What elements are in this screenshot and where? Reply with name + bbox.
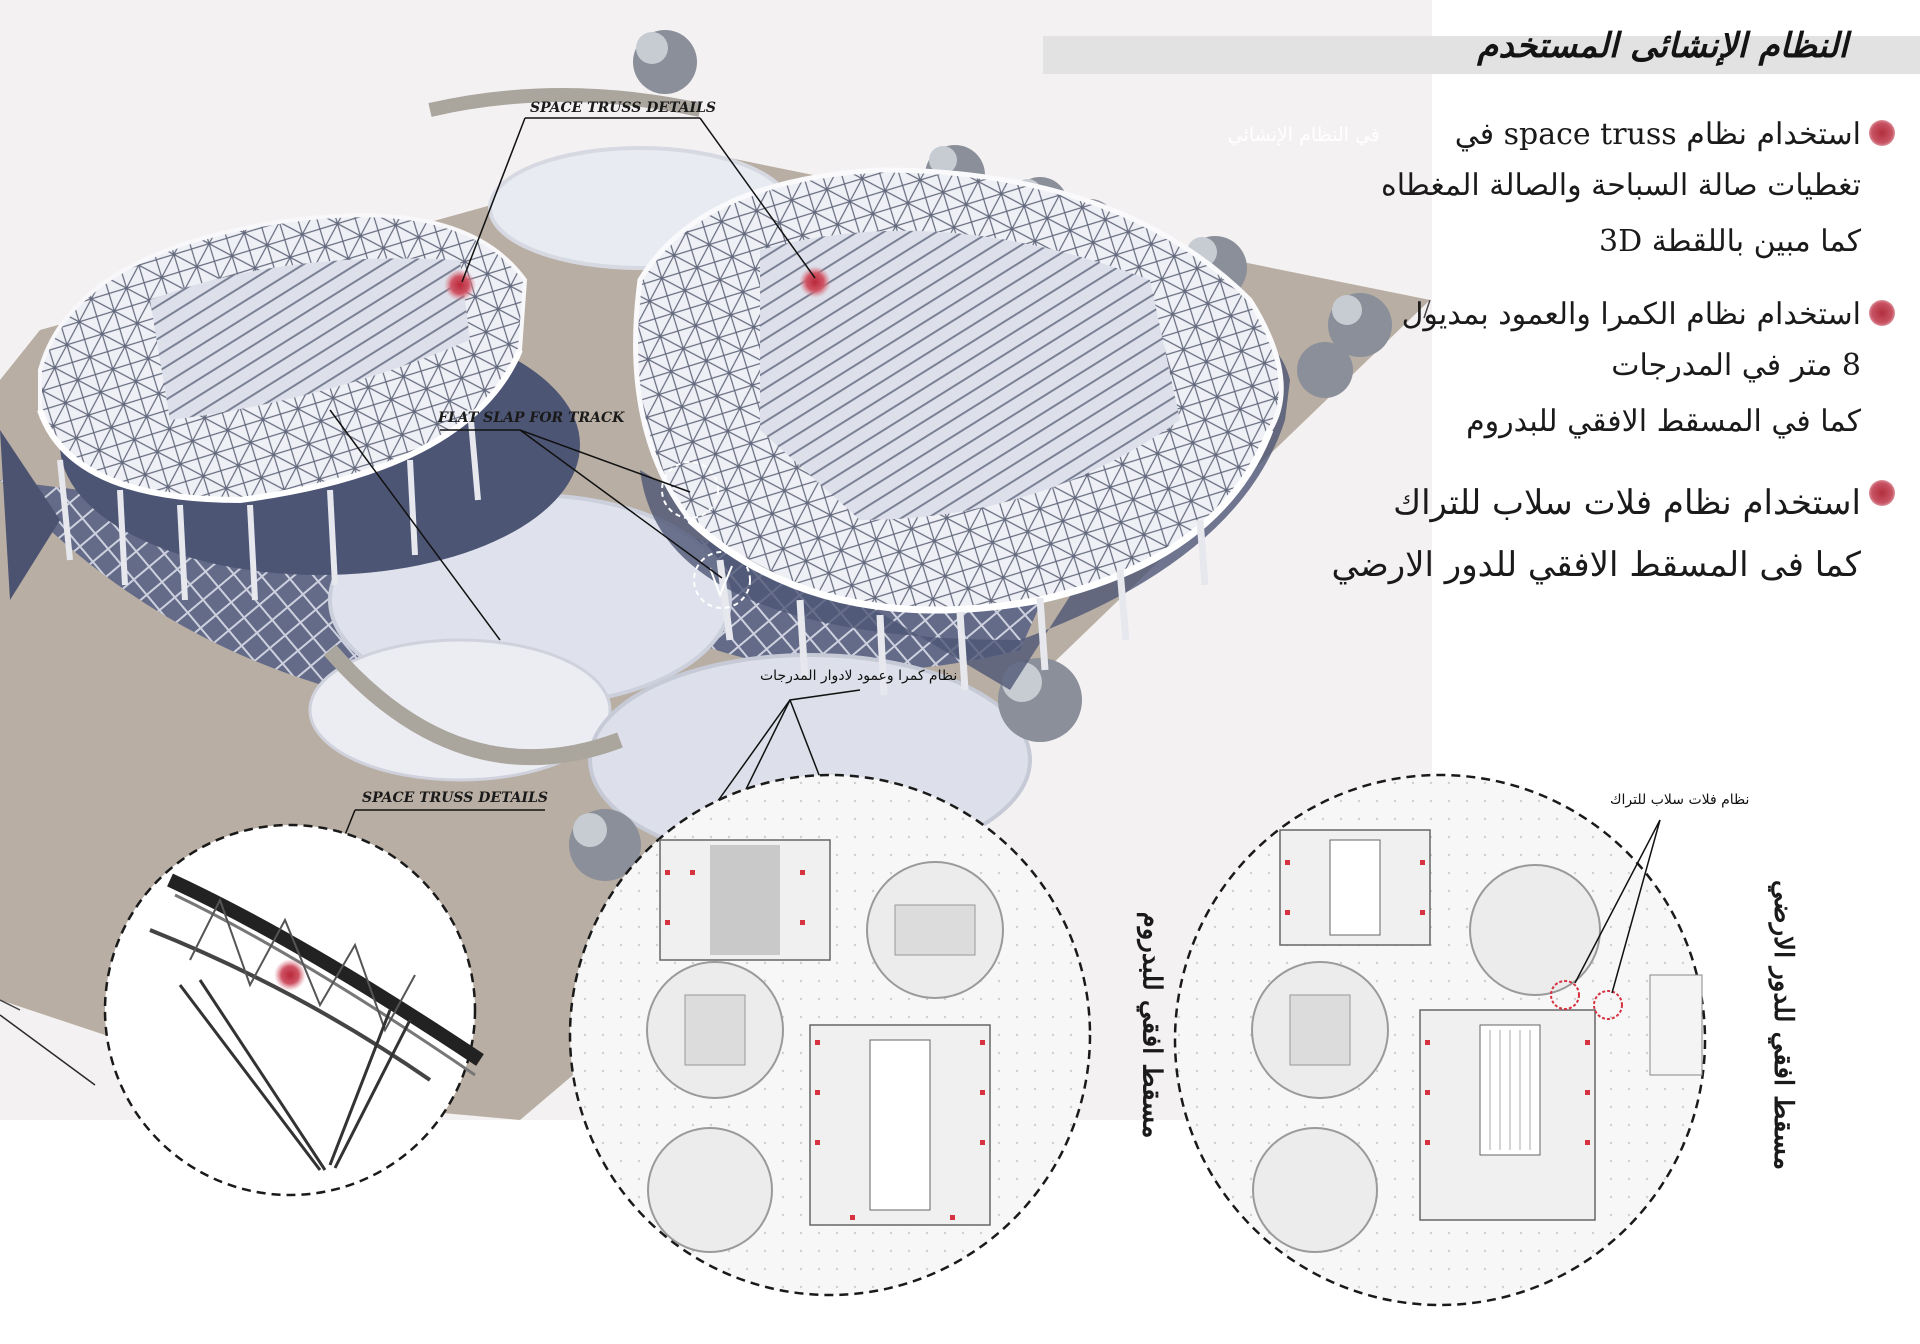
note-line: استخدام نظام فلات سلاب للتراك xyxy=(1393,483,1861,523)
marker-left-truss xyxy=(444,269,476,301)
note-line: تغطيات صالة السباحة والصالة المغطاه xyxy=(1380,168,1861,203)
bullet-dot xyxy=(1869,120,1895,146)
label-space-truss-detail: SPACE TRUSS DETAILS xyxy=(362,790,549,806)
bullet-dot xyxy=(1869,480,1895,506)
heading-bar xyxy=(1043,36,1920,74)
note-line: 8 متر في المدرجات xyxy=(1611,348,1861,383)
label-flat-slab-track: نظام فلات سلاب للتراك xyxy=(1610,792,1750,808)
left-stadium-truss xyxy=(37,213,580,601)
note-line: كما مبين باللقطة 3D xyxy=(1599,224,1861,259)
note-beam-column: استخدام نظام الكمرا والعمود بمديول 8 متر… xyxy=(1335,292,1895,450)
bullet-dot xyxy=(1869,300,1895,326)
label-flat-slab: FLAT SLAP FOR TRACK xyxy=(438,410,625,426)
note-line: استخدام نظام space truss في xyxy=(1454,117,1861,152)
page-title: النظام الإنشائى المستخدم xyxy=(1477,26,1848,66)
space-truss-detail-circle xyxy=(103,823,484,1197)
basement-plan-circle xyxy=(568,773,1092,1297)
ground-plan-caption: مسقط افقي للدور الارضي xyxy=(1768,879,1799,1171)
note-line: كما فى المسقط الافقي للدور الارضي xyxy=(1331,545,1862,585)
right-hall-truss xyxy=(633,167,1290,696)
ground-floor-plan-circle xyxy=(1173,773,1707,1307)
structural-notes: استخدام نظام space truss في تغطيات صالة … xyxy=(1331,112,1895,618)
note-line: كما في المسقط الافقي للبدروم xyxy=(1466,404,1861,439)
label-beam-column: نظام كمرا وعمود لادوار المدرجات xyxy=(760,668,958,684)
marker-right-truss xyxy=(799,266,831,298)
label-space-truss-top: SPACE TRUSS DETAILS xyxy=(530,100,717,116)
note-line: استخدام نظام الكمرا والعمود بمديول xyxy=(1401,297,1861,332)
note-flat-slab: استخدام نظام فلات سلاب للتراك كما فى الم… xyxy=(1331,472,1895,596)
basement-plan-caption: مسقط افقي للبدروم xyxy=(1136,911,1167,1139)
note-space-truss: استخدام نظام space truss في تغطيات صالة … xyxy=(1335,112,1895,270)
ghost-caption: في النظام الإنشائي xyxy=(1227,124,1380,146)
